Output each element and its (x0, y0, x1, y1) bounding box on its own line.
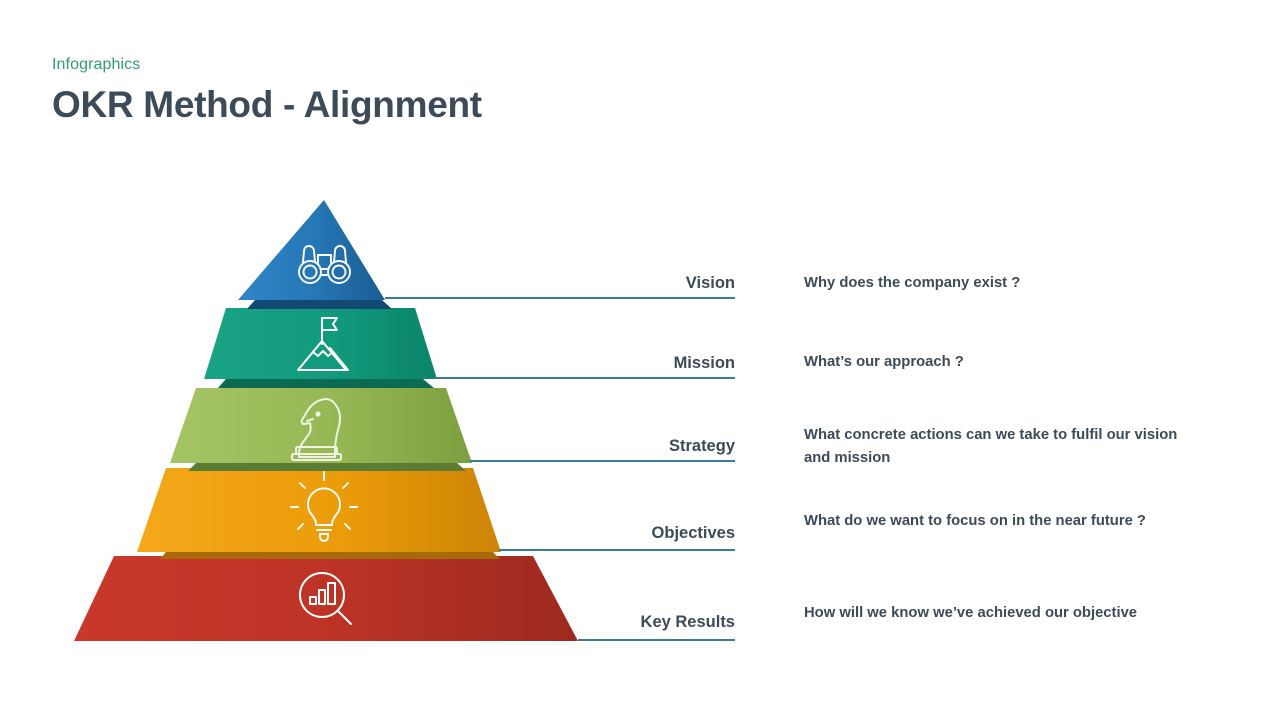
slide-header: Infographics OKR Method - Alignment (52, 55, 482, 127)
tier-label-mission: Mission (673, 354, 735, 372)
pyramid-tier-objectives[interactable] (137, 468, 501, 559)
tier-description-mission: What’s our approach ? (804, 354, 964, 370)
pyramid-tier-strategy[interactable] (170, 388, 472, 471)
page-title: OKR Method - Alignment (52, 84, 482, 126)
pyramid-tier-vision[interactable] (238, 200, 392, 309)
mountain-flag-icon (297, 317, 349, 371)
kicker-label: Infographics (52, 56, 141, 73)
tier-rule-strategy (470, 460, 735, 462)
tier-rule-vision (385, 297, 735, 299)
tier-label-vision: Vision (685, 274, 735, 292)
lightbulb-icon (290, 471, 358, 542)
tier-description-strategy: What concrete actions can we take to ful… (804, 427, 1178, 466)
chess-knight-icon (291, 398, 342, 461)
tier-description-objectives: What do we want to focus on in the near … (804, 513, 1146, 529)
tier-description-vision: Why does the company exist ? (804, 275, 1021, 291)
tier-rule-mission (434, 377, 735, 379)
okr-pyramid (74, 200, 578, 641)
binoculars-icon (298, 245, 351, 284)
tier-label-objectives: Objectives (651, 524, 735, 542)
tier-label-strategy: Strategy (668, 437, 735, 455)
tier-label-key-results: Key Results (640, 613, 735, 631)
tier-rule-objectives (499, 549, 735, 551)
pyramid-tier-key-results[interactable] (74, 556, 578, 641)
pyramid-tier-mission[interactable] (204, 308, 437, 388)
chart-magnifier-icon (299, 572, 352, 625)
tier-rule-key-results (578, 639, 735, 641)
tier-description-key-results: How will we know we’ve achieved our obje… (804, 605, 1138, 621)
